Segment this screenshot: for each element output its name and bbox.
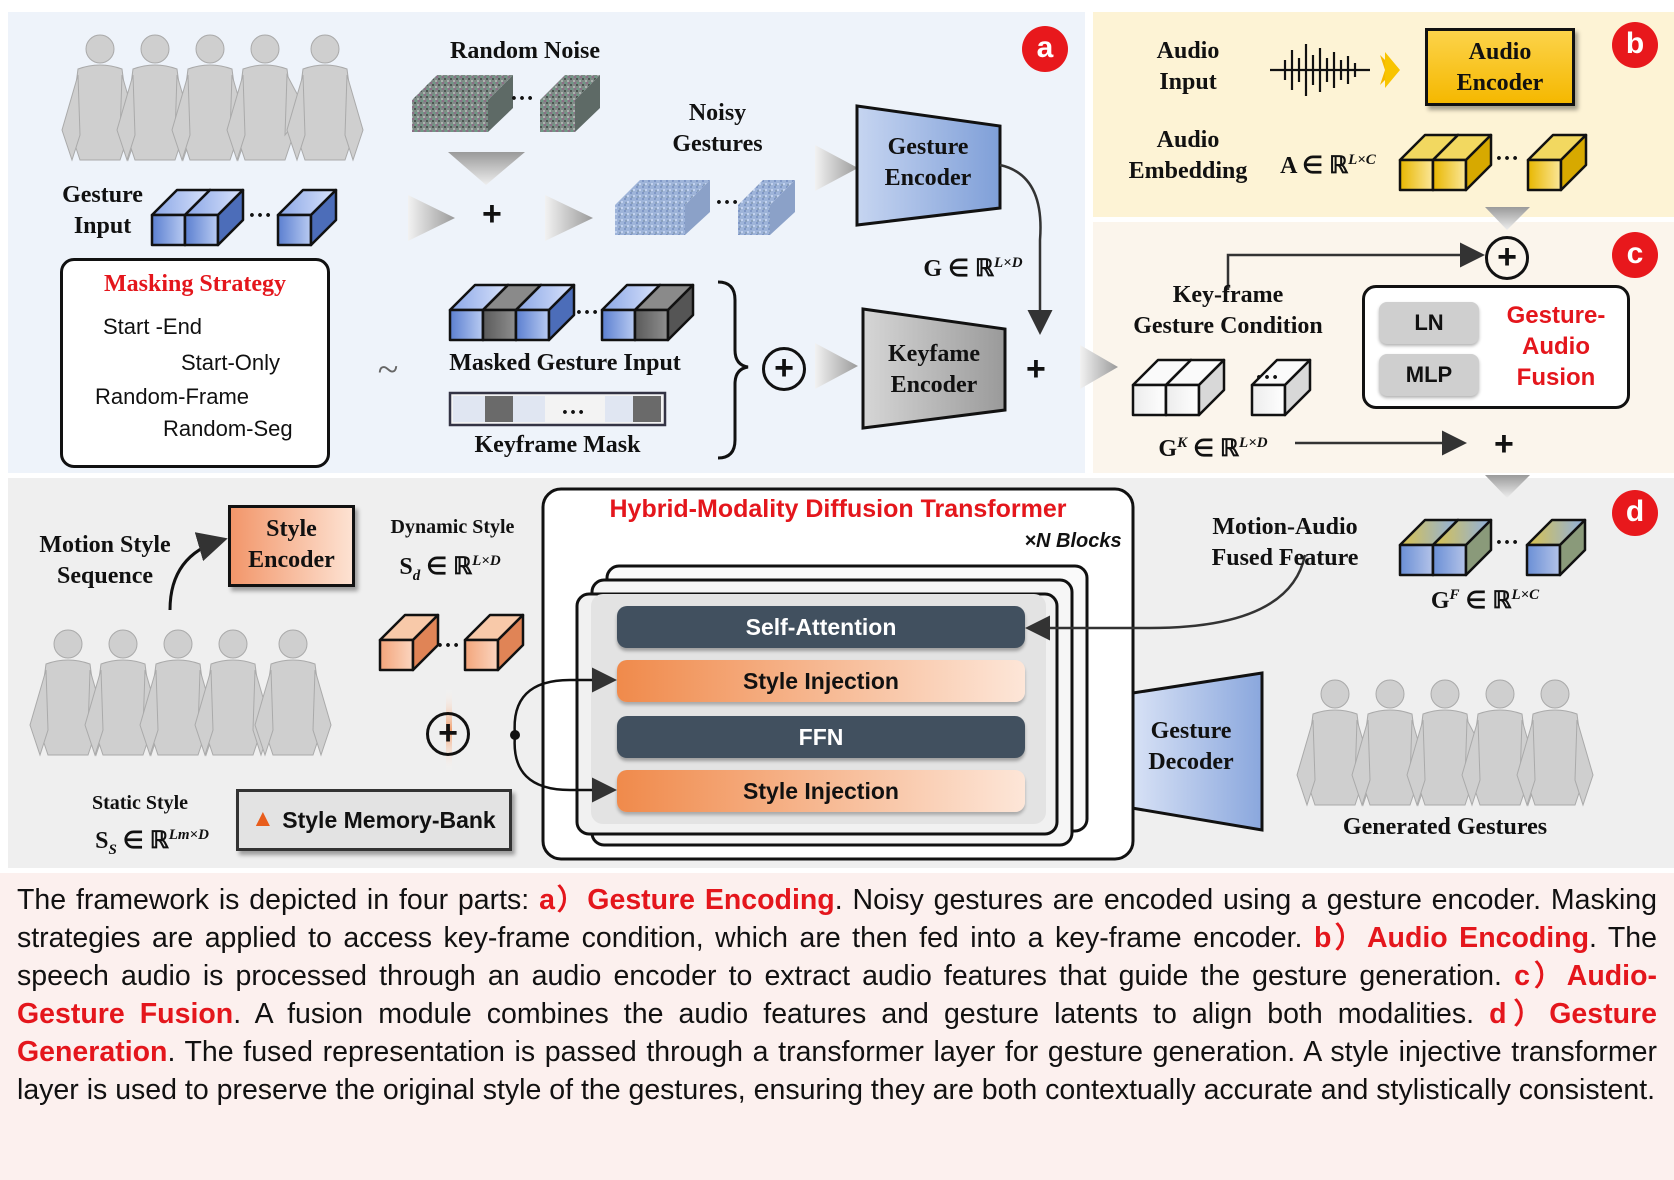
style-arrow-2 <box>513 734 617 803</box>
motion-style-figures <box>29 629 332 757</box>
random-noise-blocks <box>412 75 600 132</box>
concat-oplus-a: + <box>762 347 806 391</box>
noise-ellipsis: … <box>510 80 534 106</box>
tilde: ~ <box>377 349 399 391</box>
generated-gestures-label: Generated Gestures <box>1342 814 1548 840</box>
input-ellipsis: … <box>248 197 272 223</box>
caption-highlight-d: d）Gesture Generation <box>17 998 1657 1068</box>
gk-label: GK ∈ ℝL×D <box>1158 435 1268 462</box>
caption-text: The framework is depicted in four parts:… <box>17 884 1658 1106</box>
gf-label: GF ∈ ℝL×C <box>1430 587 1540 614</box>
audio-embedding-blocks <box>1398 133 1588 192</box>
mask-item-start-end: Start -End <box>103 314 203 339</box>
caption-highlight-b: b）Audio Encoding <box>1313 922 1590 954</box>
ffn-layer: FFN <box>617 716 1025 758</box>
fused-feature-blocks <box>1398 518 1587 577</box>
masking-strategy-box: Masking Strategy Start -End Start-Only R… <box>60 258 330 468</box>
gesture-input-blocks <box>150 188 338 247</box>
ln-block: LN <box>1379 302 1479 344</box>
fused-arrow <box>1025 554 1307 641</box>
masking-title: Masking Strategy <box>104 271 286 297</box>
style-injection-layer-2: Style Injection <box>617 770 1025 812</box>
mlp-block: MLP <box>1379 354 1479 396</box>
generated-figures <box>1296 679 1594 807</box>
section-b-background <box>1093 12 1674 217</box>
plus-noise: + <box>482 195 502 233</box>
ss-label: SS ∈ ℝLm×D <box>95 827 209 858</box>
style-encoder-box: Style Encoder <box>228 505 355 587</box>
audio-encoder-box: Audio Encoder <box>1425 28 1575 106</box>
figure-caption: The framework is depicted in four parts:… <box>0 873 1674 1180</box>
badge-c: c <box>1612 232 1658 278</box>
gesture-encoder-shape <box>855 104 1002 227</box>
style-seq-arrow <box>168 532 228 611</box>
keyframe-encoder-shape <box>861 307 1007 430</box>
dynamic-style-label: Dynamic Style <box>390 516 515 538</box>
caption-highlight-c: c）Audio-Gesture Fusion <box>17 960 1657 1030</box>
fused-feature-label: Motion-Audio Fused Feature <box>1211 514 1359 571</box>
sd-label: Sd ∈ ℝL×D <box>399 553 501 584</box>
badge-a: a <box>1022 26 1068 72</box>
self-attention-layer: Self-Attention <box>617 606 1025 648</box>
style-arrow-1 <box>513 667 617 736</box>
style-injection-layer-1: Style Injection <box>617 660 1025 702</box>
keyframe-mask-bar <box>448 391 667 427</box>
audio-embedding-label: Audio Embedding <box>1128 127 1248 184</box>
g-latent-label: G ∈ ℝL×D <box>923 255 1023 282</box>
badge-d: d <box>1612 490 1658 536</box>
keyframe-encoder-label: Keyfame Encoder <box>888 341 980 398</box>
n-blocks-label: ×N Blocks <box>1024 530 1122 552</box>
fusion-box: LN MLP Gesture- Audio Fusion <box>1362 285 1630 409</box>
style-ellipsis: … <box>436 627 460 653</box>
gesture-encoder-label: Gesture Encoder <box>884 134 972 191</box>
flow-arrows <box>408 52 1530 498</box>
gesture-input-label: Gesture Input <box>62 182 143 239</box>
badge-b: b <box>1612 22 1658 68</box>
flame-icon: ▲ <box>251 806 275 832</box>
keyframe-condition-label: Key-frame Gesture Condition <box>1133 282 1323 339</box>
masked-gesture-blocks <box>448 283 695 342</box>
fused-ellipsis: … <box>1495 524 1519 550</box>
dynamic-style-blocks <box>378 613 525 672</box>
style-memory-bank: ▲ Style Memory-Bank <box>236 789 512 851</box>
static-style-label: Static Style <box>91 792 189 814</box>
concat-oplus-d: + <box>426 712 470 756</box>
a-embedding-label: A ∈ ℝL×C <box>1280 152 1376 179</box>
transformer-title: Hybrid-Modality Diffusion Transformer <box>609 495 1067 523</box>
plus-c: + <box>1494 425 1514 463</box>
gesture-input-figures <box>61 34 364 162</box>
mask-item-random-seg: Random-Seg <box>163 416 293 441</box>
gesture-decoder-label: Gesture Decoder <box>1148 718 1234 775</box>
keyframe-mask-label: Keyframe Mask <box>474 432 641 458</box>
noisy-ellipsis: … <box>715 184 739 210</box>
plus-a: + <box>1026 350 1046 388</box>
keyframe-condition-blocks <box>1131 358 1312 417</box>
gesture-audio-fusion-label: Gesture- Audio Fusion <box>1506 302 1606 391</box>
brace <box>717 280 749 460</box>
condition-arrow <box>1226 242 1485 290</box>
motion-style-sequence-label: Motion Style Sequence <box>39 532 171 589</box>
condition-ellipsis: … <box>1255 359 1279 385</box>
audio-waveform <box>1270 44 1370 96</box>
random-noise-label: Random Noise <box>449 38 600 64</box>
mask-ellipsis: … <box>561 394 585 420</box>
audio-input-label: Audio Input <box>1156 38 1220 95</box>
memory-bank-label: Style Memory-Bank <box>282 807 496 833</box>
noisy-gesture-blocks <box>615 180 795 235</box>
caption-highlight-a: a）Gesture Encoding <box>539 884 835 916</box>
mask-item-start-only: Start-Only <box>181 350 281 375</box>
noisy-gestures-label: Noisy Gestures <box>672 100 763 157</box>
masked-input-label: Masked Gesture Input <box>449 350 681 376</box>
mask-item-random-frame: Random-Frame <box>95 384 250 409</box>
masked-ellipsis: … <box>575 294 599 320</box>
encoder-arrow <box>999 163 1053 335</box>
framework-figure: a b c d Random Noise … Noisy Gestures … … <box>8 12 1674 868</box>
audio-ellipsis: … <box>1495 140 1519 166</box>
concat-oplus-c: + <box>1485 236 1529 280</box>
